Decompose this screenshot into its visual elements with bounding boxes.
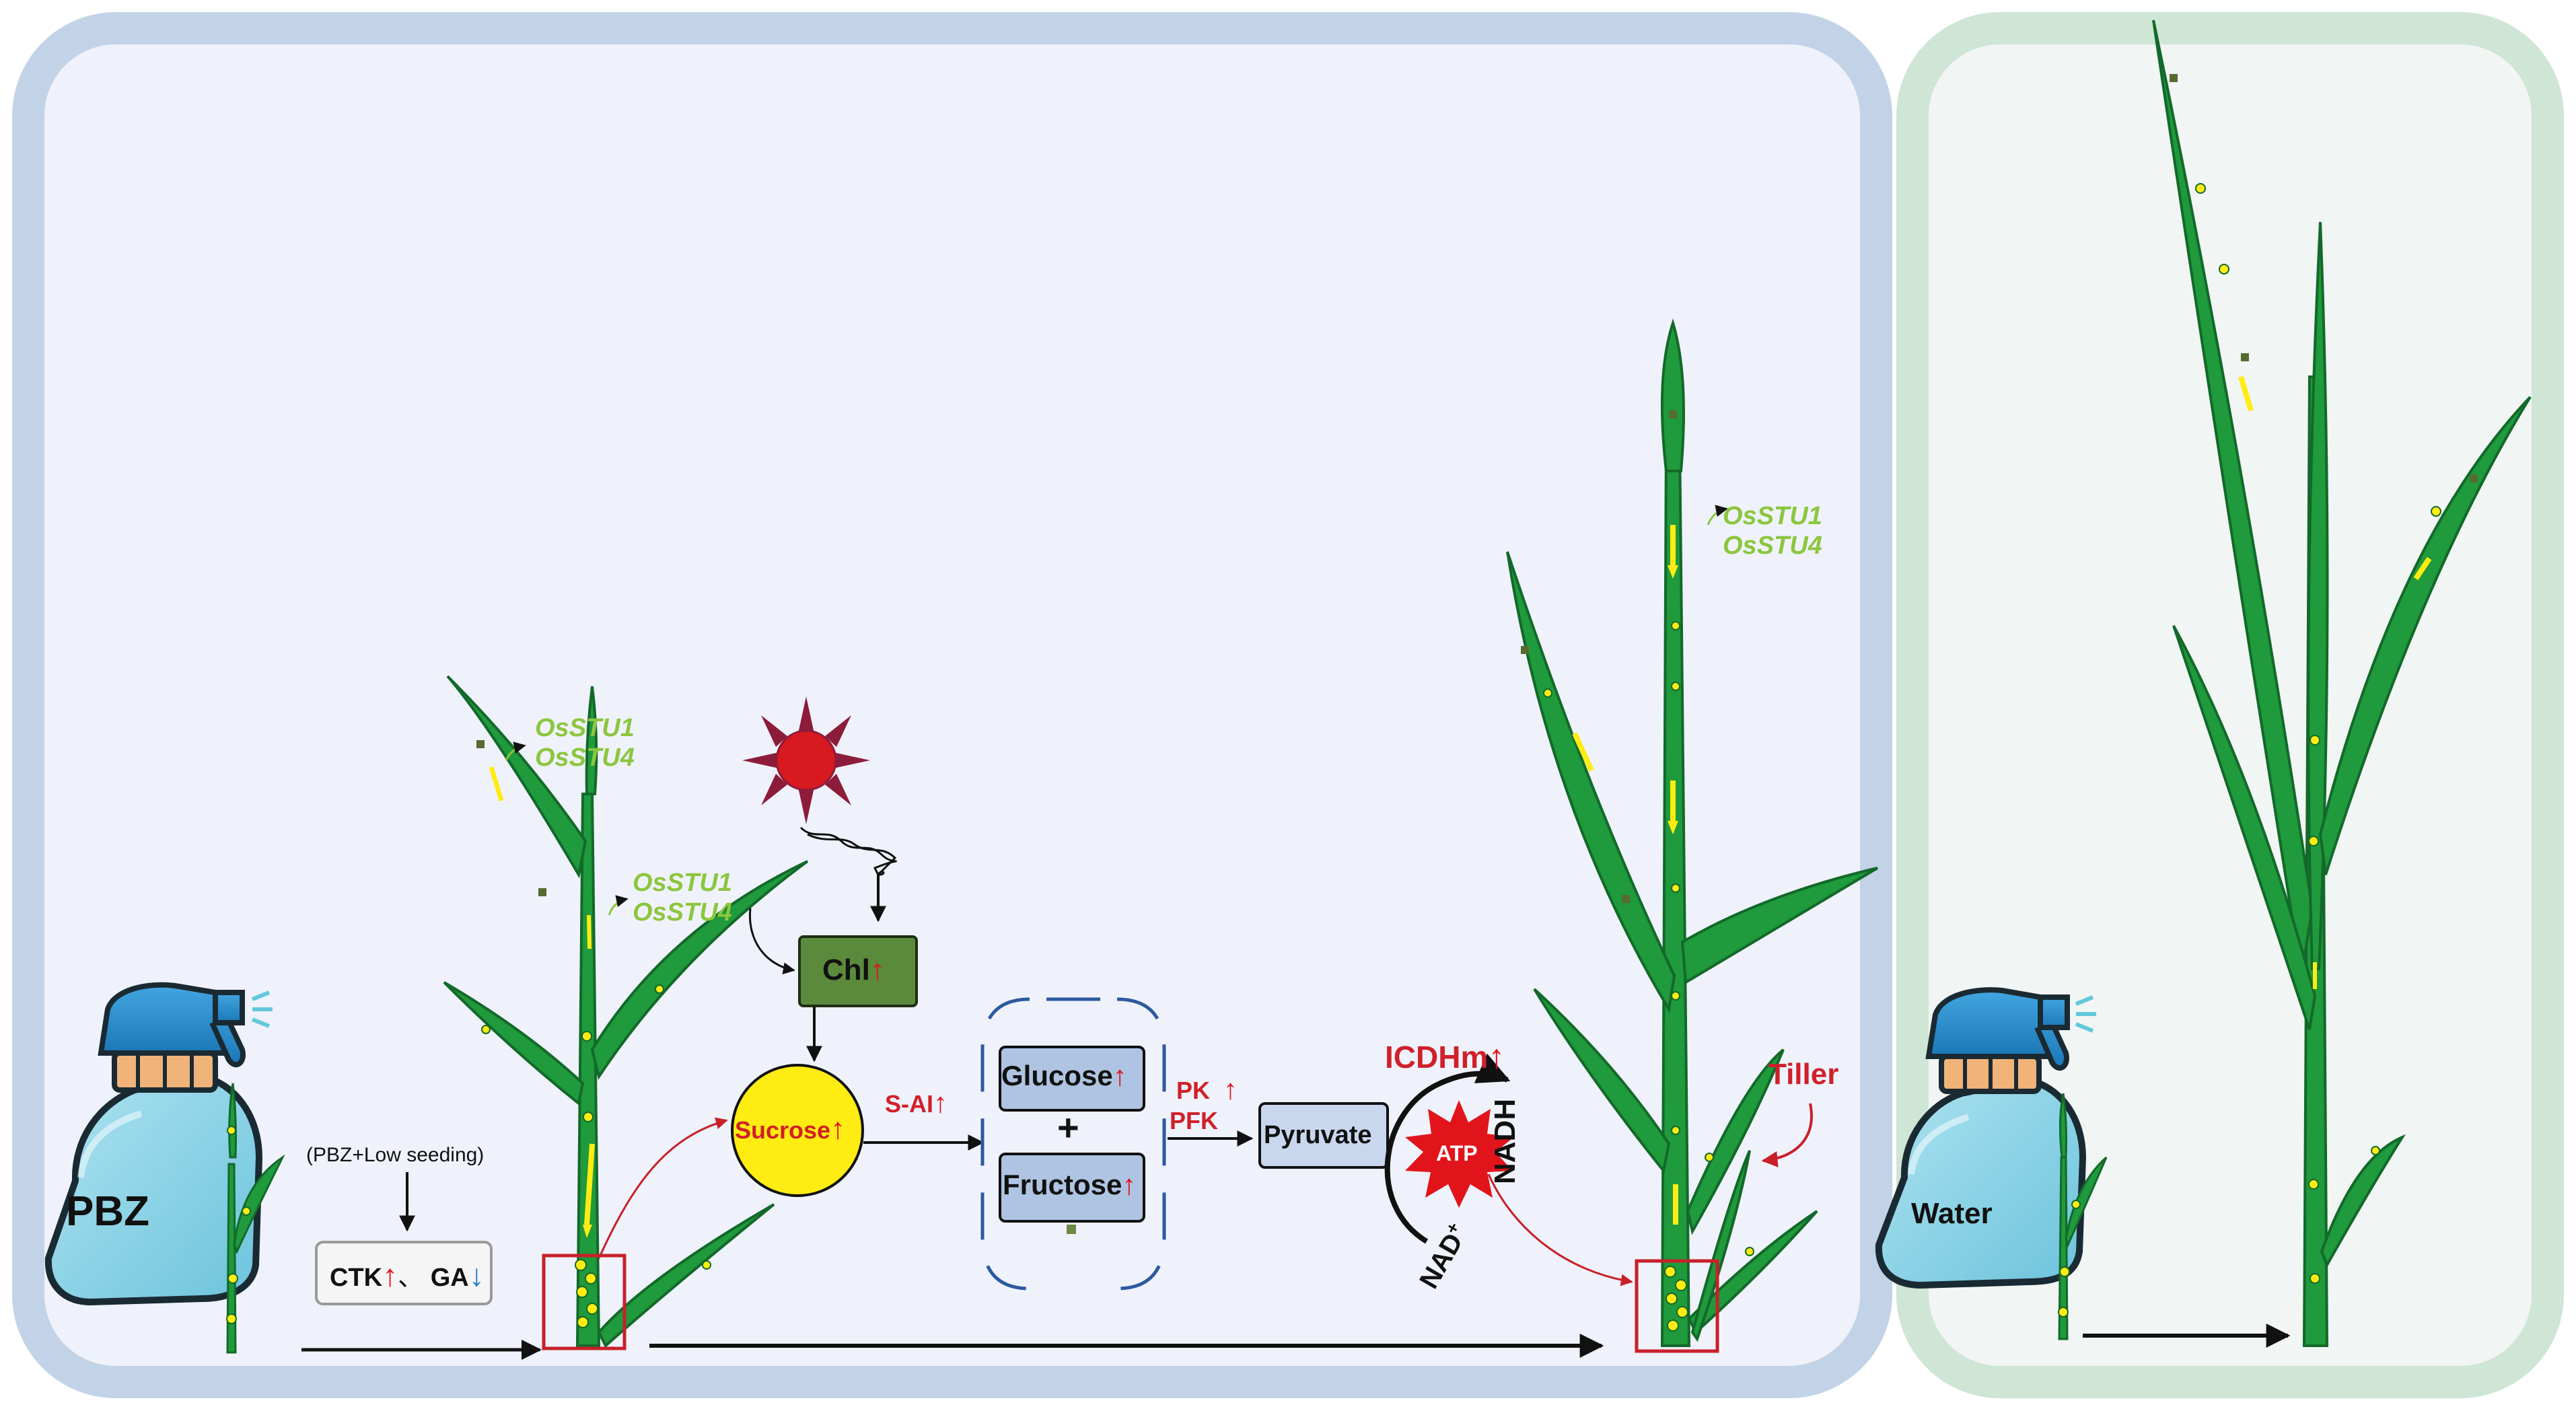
- up-arrow-icon: ↑: [1488, 1038, 1505, 1075]
- nad-cycle-arc: [1384, 1053, 1511, 1244]
- icdhm-label-row: ICDHm↑: [1385, 1040, 1505, 1073]
- pbz-label: PBZ: [66, 1188, 149, 1235]
- icdhm-label: ICDHm: [1385, 1040, 1489, 1075]
- s-ai-label-row: S-AI↑: [885, 1089, 947, 1117]
- rice-plant-icon: [1506, 318, 1879, 1347]
- rice-plant-icon: [2058, 1093, 2108, 1340]
- gene-pointer-arrow: [505, 741, 526, 761]
- hormone-box: [315, 1241, 493, 1305]
- pk-label: PK: [1176, 1077, 1211, 1104]
- water-label: Water: [1911, 1197, 1993, 1230]
- glucose-label-row: Glucose↑: [1001, 1062, 1127, 1090]
- up-arrow-icon: ↑: [382, 1258, 398, 1293]
- chl-label: Chl: [822, 953, 870, 986]
- gene-label-group: OsSTU1 OsSTU4: [535, 713, 635, 772]
- plus-sign: +: [1057, 1106, 1079, 1149]
- treatment-label: (PBZ+Low seeding): [306, 1144, 485, 1166]
- light-arrow: [807, 833, 897, 876]
- up-arrow-icon: ↑: [1112, 1060, 1127, 1091]
- chl-label-row: Chl↑: [822, 955, 885, 985]
- fructose-label: Fructose: [1003, 1169, 1122, 1200]
- chl-box: [798, 935, 918, 1007]
- gene-pointer-arrow: [608, 895, 629, 916]
- rice-plant-icon: [226, 1083, 285, 1354]
- spray-bottle-icon: [44, 982, 273, 1306]
- glucose-label: Glucose: [1001, 1060, 1113, 1091]
- separator: 、: [398, 1264, 424, 1292]
- up-arrow-icon: ↑: [869, 953, 885, 986]
- down-arrow-icon: ↓: [468, 1258, 485, 1293]
- main-panel: [12, 12, 1892, 1398]
- gene-label-group: OsSTU1 OsSTU4: [633, 868, 732, 927]
- spray-bottle-icon: [1875, 987, 2096, 1289]
- gene-ostu4-label: OsSTU4: [535, 744, 635, 772]
- atp-label: ATP: [1436, 1141, 1478, 1165]
- fructose-label-row: Fructose↑: [1003, 1171, 1136, 1199]
- tiller-label: Tiller: [1768, 1058, 1839, 1091]
- gene-pointer-arrow: [1707, 505, 1728, 526]
- hexose-bracket: [980, 997, 1030, 1291]
- nadh-label: NADH: [1489, 1098, 1522, 1184]
- pyruvate-label: Pyruvate: [1264, 1121, 1372, 1149]
- rice-plant-icon: [2152, 20, 2532, 1347]
- fructose-box: [999, 1153, 1145, 1223]
- sucrose-node: [731, 1064, 864, 1197]
- light-wave-arrow: [799, 826, 897, 876]
- gene-ostu1-label: OsSTU1: [633, 869, 732, 897]
- up-arrow-icon: ↑: [1223, 1073, 1238, 1105]
- gene-ostu4-label: OsSTU4: [1723, 532, 1822, 560]
- leaf-to-chl-arrow: [748, 908, 795, 975]
- fructose-marker: [1067, 1225, 1076, 1234]
- pyruvate-box: [1258, 1102, 1389, 1169]
- up-arrow-icon: ↑: [933, 1087, 947, 1118]
- sucrose-label: Sucrose: [735, 1116, 831, 1144]
- gene-ostu4-label: OsSTU4: [633, 898, 732, 927]
- control-panel: [1896, 12, 2564, 1398]
- atp-burst-icon: [1405, 1100, 1514, 1208]
- rice-plant-icon: [443, 675, 809, 1348]
- ga-label: GA: [430, 1264, 469, 1292]
- tiller-base-box: [542, 1254, 627, 1350]
- gene-ostu1-label: OsSTU1: [1723, 502, 1822, 530]
- hormone-row: CTK↑、 GA↓: [330, 1260, 485, 1291]
- up-arrow-icon: ↑: [830, 1112, 846, 1145]
- ctk-label: CTK: [330, 1264, 383, 1292]
- s-ai-label: S-AI: [885, 1090, 933, 1118]
- pk-label-row: PK ↑: [1176, 1075, 1238, 1104]
- atp-to-tiller-arrow: [1487, 1173, 1633, 1287]
- tiller-arrow: [1761, 1103, 1813, 1167]
- gene-label-group: OsSTU1 OsSTU4: [1723, 501, 1822, 560]
- hexose-bracket: [1116, 997, 1166, 1291]
- sucrose-label-row: Sucrose↑: [735, 1114, 845, 1144]
- tiller-base-box: [1635, 1259, 1719, 1353]
- base-to-sucrose-arrow: [598, 1117, 728, 1259]
- sun-icon: [742, 696, 870, 824]
- gene-ostu1-label: OsSTU1: [535, 714, 635, 742]
- pfk-label: PFK: [1170, 1107, 1218, 1134]
- up-arrow-icon: ↑: [1122, 1169, 1137, 1200]
- glucose-box: [999, 1046, 1145, 1112]
